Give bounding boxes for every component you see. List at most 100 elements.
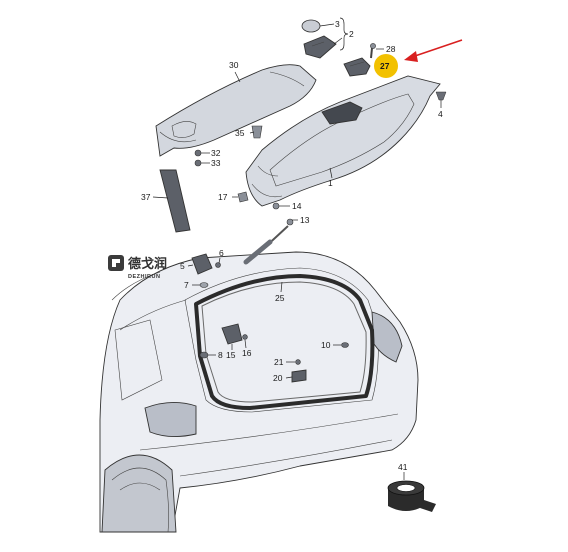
callout-label-14: 14: [292, 201, 302, 211]
callout-label-25: 25: [275, 293, 285, 303]
highlight-arrow: [404, 39, 463, 62]
leader-2: [333, 37, 343, 45]
bumper-line: [139, 413, 399, 477]
spoiler-center-bump: [171, 121, 197, 138]
buffer-8: [199, 351, 209, 359]
rear-spoiler-edge: [159, 71, 305, 143]
car-body-outline: [99, 251, 419, 533]
callout-label-3: 3: [335, 19, 340, 29]
bolt-28-head: [370, 43, 376, 49]
callout-label-6: 6: [219, 248, 224, 258]
bolt-28-shank: [370, 47, 373, 59]
rear-wheel: [101, 454, 177, 533]
bracket-15: [221, 323, 243, 345]
clip-32: [194, 149, 202, 157]
callout-label-30: 30: [229, 60, 239, 70]
callout-label-16: 16: [242, 348, 252, 358]
ball-stud-17-body: [237, 191, 249, 203]
bolt-28: [370, 43, 376, 59]
tail-light-right: [371, 311, 403, 363]
callout-label-27: 27: [380, 61, 390, 71]
rivet-35: [251, 125, 263, 139]
side-window: [114, 319, 163, 401]
emblem-housing-detail: [311, 41, 325, 47]
leader-3: [319, 23, 335, 27]
callout-label-1: 1: [328, 178, 333, 188]
screw-21: [295, 359, 301, 365]
highlight-arrow-shaft: [411, 39, 463, 58]
leader-6: [218, 257, 221, 264]
buffer-4: [435, 91, 447, 101]
callout-label-10: 10: [321, 340, 331, 350]
highlight-arrow-head: [404, 51, 418, 62]
highlight-27-circle: [374, 54, 398, 78]
callout-label-32: 32: [211, 148, 221, 158]
callout-label-37: 37: [141, 192, 151, 202]
leader-37: [152, 196, 169, 199]
leader-16: [244, 339, 247, 349]
callout-label-17: 17: [218, 192, 228, 202]
tailgate-lower-edge: [251, 165, 283, 198]
watermark-mark-glyph: [112, 259, 120, 267]
callout-label-7: 7: [184, 280, 189, 290]
emblem-housing: [303, 35, 337, 59]
tailgate-seal: [194, 274, 375, 410]
side-trim-strip: [159, 169, 191, 233]
leader-1: [329, 167, 333, 179]
leader-lines: [152, 17, 442, 480]
ball-pin-14: [272, 202, 280, 210]
leader-35: [249, 131, 255, 134]
gas-strut: [243, 218, 294, 265]
hinge-5-body: [191, 253, 213, 275]
clip-33: [194, 159, 202, 167]
tailgate-lock-unit: [321, 101, 363, 125]
lock-motor-detail: [349, 61, 365, 67]
tailgate-lock-motor: [343, 57, 371, 77]
callout-label-28: 28: [386, 44, 396, 54]
ball-stud-17: [237, 191, 249, 203]
callout-label-4: 4: [438, 109, 443, 119]
wheel-tire: [111, 467, 169, 533]
callout-label-35: 35: [235, 128, 245, 138]
callout-label-2: 2: [349, 29, 354, 39]
callout-label-33: 33: [211, 158, 221, 168]
rear-spoiler: [155, 64, 317, 157]
tailgate-seal-inner: [201, 281, 367, 403]
plug-10: [341, 342, 349, 348]
callout-label-15: 15: [226, 350, 236, 360]
callout-label-20: 20: [273, 373, 283, 383]
callout-label-21: 21: [274, 357, 284, 367]
tape-roll-core: [396, 484, 416, 492]
callout-label-5: 5: [180, 261, 185, 271]
strut-ball-socket: [286, 218, 294, 226]
leader-20: [285, 376, 293, 379]
callout-label-13: 13: [300, 215, 310, 225]
leader-5: [187, 264, 194, 267]
callout-label-41: 41: [398, 462, 408, 472]
hinge-5: [191, 253, 213, 275]
bolt-16: [242, 334, 248, 340]
ball-pin-14-head: [272, 202, 280, 210]
buffer-4-body: [435, 91, 447, 101]
leader-30: [234, 71, 241, 83]
callout-labels: 3 2 28 27 30 4 35 32 33 1 37 17 14 13 6 …: [141, 19, 443, 472]
rear-window-recess: [184, 267, 379, 413]
tape-roll-tail: [420, 500, 436, 512]
rivet-35-body: [251, 125, 263, 139]
lock-motor-body: [343, 57, 371, 77]
lock-striker-20: [291, 369, 307, 383]
car-body: [99, 251, 419, 533]
watermark-logo: 德戈润 DEZHIRUN: [108, 255, 167, 280]
cap-7: [199, 282, 209, 288]
leader-25: [280, 281, 283, 293]
tailgate-frame-outer: [245, 75, 441, 207]
emblem-assembly: [301, 19, 337, 59]
callout-label-8: 8: [218, 350, 223, 360]
tail-light: [144, 402, 197, 437]
brace-2-3: [339, 17, 349, 51]
gas-strut-cylinder: [243, 239, 273, 265]
roof-line: [111, 271, 187, 331]
screw-6: [215, 262, 221, 268]
